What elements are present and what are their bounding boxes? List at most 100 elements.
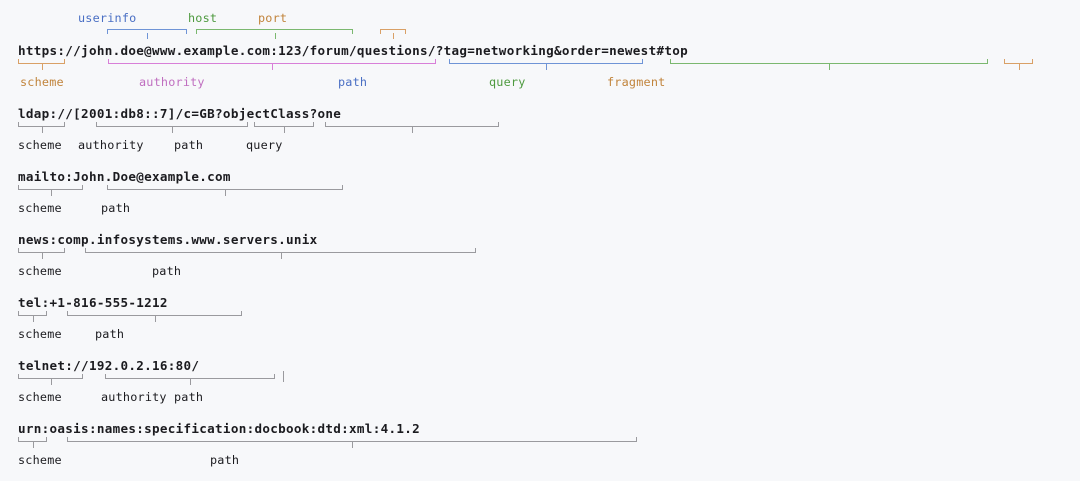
brace-bar — [196, 29, 353, 30]
brace-scheme — [18, 184, 83, 196]
brace-cap-right — [64, 59, 65, 64]
brace-bar — [108, 63, 436, 64]
brace-cap-right — [642, 59, 643, 64]
brace-bar — [18, 441, 47, 442]
component-label-path: path — [101, 201, 131, 215]
brace-stem — [190, 379, 191, 385]
brace-authority — [108, 58, 436, 70]
component-label-path: path — [95, 327, 125, 341]
brace-bar — [18, 378, 83, 379]
uri-text-https-example: https://john.doe@www.example.com:123/for… — [18, 43, 688, 58]
brace-stem — [41, 64, 43, 70]
brace-userinfo — [107, 29, 187, 39]
brace-cap-right — [342, 185, 343, 190]
component-label-path: path — [174, 390, 204, 404]
brace-cap-right — [82, 185, 83, 190]
brace-stem — [32, 442, 34, 448]
brace-cap-left — [449, 59, 450, 64]
brace-cap-right — [241, 311, 242, 316]
component-label-scheme: scheme — [18, 138, 62, 152]
brace-bar — [18, 126, 65, 127]
component-label-fragment: fragment — [607, 75, 666, 89]
brace-host — [196, 29, 353, 39]
component-label-scheme: scheme — [18, 453, 62, 467]
brace-query — [670, 58, 988, 70]
brace-bar — [18, 315, 47, 316]
brace-cap-left — [96, 122, 97, 127]
component-label-path: path — [174, 138, 204, 152]
brace-cap-right — [405, 29, 406, 34]
brace-cap-left — [18, 185, 19, 190]
brace-cap-left — [254, 122, 255, 127]
brace-authority — [105, 373, 275, 385]
brace-stem — [41, 127, 43, 133]
brace-scheme — [18, 247, 65, 259]
brace-scheme — [18, 58, 65, 70]
brace-stem — [154, 316, 156, 322]
brace-cap-right — [435, 59, 436, 64]
brace-stem — [280, 253, 282, 259]
brace-stem — [352, 442, 353, 448]
brace-path — [254, 121, 314, 133]
brace-path — [107, 184, 343, 196]
brace-bar — [67, 441, 637, 442]
brace-stem — [50, 190, 52, 196]
brace-cap-right — [1032, 59, 1033, 64]
brace-stem — [172, 127, 173, 133]
brace-stem — [272, 64, 273, 70]
brace-cap-left — [18, 59, 19, 64]
brace-stem — [829, 64, 830, 70]
brace-bar — [449, 63, 643, 64]
brace-stem — [41, 253, 43, 259]
component-label-scheme: scheme — [18, 327, 62, 341]
component-label-query: query — [489, 75, 526, 89]
brace-query — [325, 121, 499, 133]
brace-authority — [96, 121, 248, 133]
brace-bar — [18, 63, 65, 64]
brace-cap-right — [313, 122, 314, 127]
brace-cap-left — [18, 122, 19, 127]
brace-scheme — [18, 121, 65, 133]
brace-stem — [284, 127, 285, 133]
brace-bar — [18, 189, 83, 190]
component-label-scheme: scheme — [18, 264, 62, 278]
brace-stem — [147, 33, 148, 39]
brace-bar — [107, 29, 187, 30]
brace-cap-left — [18, 374, 19, 379]
brace-bar — [18, 252, 65, 253]
brace-cap-left — [18, 311, 19, 316]
brace-path — [85, 247, 476, 259]
brace-bar — [325, 126, 499, 127]
component-label-userinfo: userinfo — [78, 11, 137, 25]
brace-cap-left — [380, 29, 381, 34]
brace-cap-right — [636, 437, 637, 442]
brace-cap-left — [67, 437, 68, 442]
component-label-port: port — [258, 11, 288, 25]
uri-text-telnet-example: telnet://192.0.2.16:80/ — [18, 358, 200, 373]
brace-cap-left — [18, 248, 19, 253]
component-label-query: query — [246, 138, 283, 152]
brace-cap-left — [105, 374, 106, 379]
brace-bar — [380, 29, 406, 30]
brace-bar — [96, 126, 248, 127]
brace-cap-left — [108, 59, 109, 64]
brace-bar — [85, 252, 476, 253]
brace-port — [380, 29, 406, 39]
brace-cap-right — [498, 122, 499, 127]
brace-cap-right — [46, 437, 47, 442]
brace-cap-left — [107, 29, 108, 34]
brace-cap-right — [82, 374, 83, 379]
brace-cap-left — [1004, 59, 1005, 64]
brace-cap-left — [196, 29, 197, 34]
component-label-path: path — [210, 453, 240, 467]
component-label-scheme: scheme — [18, 201, 62, 215]
brace-stem — [274, 33, 276, 39]
brace-scheme — [18, 310, 47, 322]
brace-path — [449, 58, 643, 70]
component-label-scheme: scheme — [18, 390, 62, 404]
component-label-path: path — [152, 264, 182, 278]
brace-tick-path — [283, 371, 284, 382]
uri-text-ldap-example: ldap://[2001:db8::7]/c=GB?objectClass?on… — [18, 106, 342, 121]
brace-cap-left — [67, 311, 68, 316]
